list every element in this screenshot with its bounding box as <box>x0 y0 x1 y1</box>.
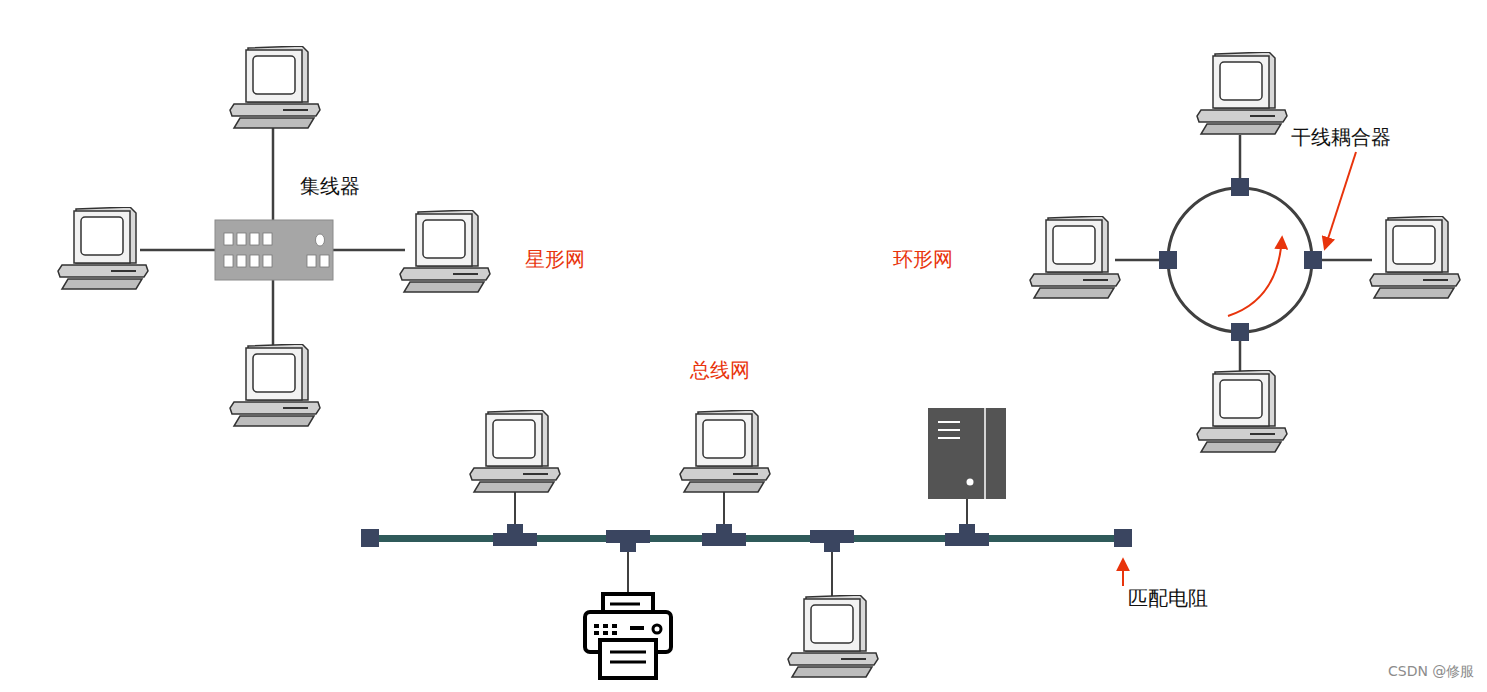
watermark: CSDN @修服 <box>1388 663 1474 680</box>
hub-symbol <box>215 220 333 280</box>
topology-title: 星形网 <box>525 247 585 271</box>
computer <box>1197 370 1287 452</box>
computer <box>230 344 320 426</box>
computer <box>1370 216 1460 298</box>
computer <box>58 207 148 289</box>
computer <box>1197 52 1287 134</box>
computer <box>400 210 490 292</box>
ring-network <box>1115 135 1372 380</box>
star-network <box>140 120 405 350</box>
terminator-callout: 匹配电阻 <box>1128 586 1208 610</box>
hub-node: 集线器 <box>215 174 385 280</box>
printer-symbol <box>585 594 671 678</box>
topology-title: 总线网 <box>690 358 750 382</box>
bus-network <box>361 492 1132 598</box>
computer <box>1030 216 1120 298</box>
computer <box>788 595 878 677</box>
computer <box>470 410 560 492</box>
hub-label: 集线器 <box>300 174 360 198</box>
topology-title: 环形网 <box>893 247 953 271</box>
server-symbol <box>928 408 1006 499</box>
computer <box>230 46 320 128</box>
computer <box>680 410 770 492</box>
coupler-callout: 干线耦合器 <box>1291 125 1391 149</box>
